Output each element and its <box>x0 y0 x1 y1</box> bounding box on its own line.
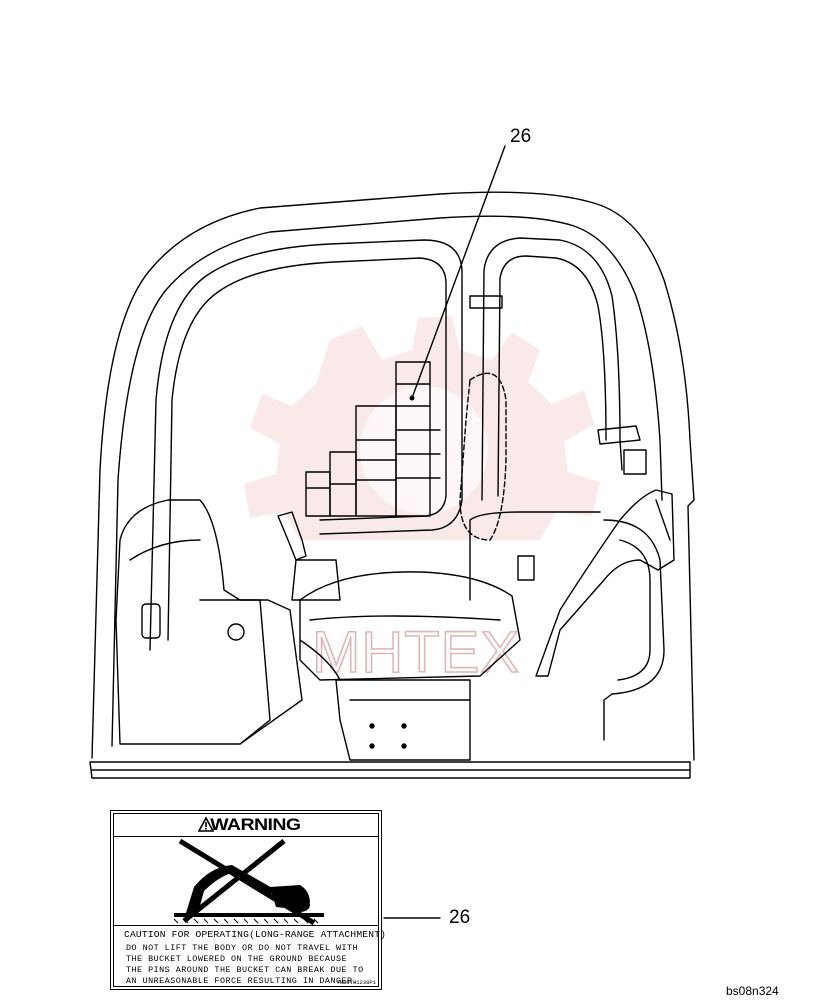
callout-number-top: 26 <box>510 126 532 147</box>
decal-header: WARNING <box>114 814 378 837</box>
decal-line: THE PINS AROUND THE BUCKET CAN BREAK DUE… <box>126 965 364 975</box>
left-console <box>115 499 303 745</box>
decal-part-code: YN20T01238P1 <box>336 979 376 986</box>
warning-decal: WARNING CAUTION FOR OPER <box>110 810 386 990</box>
cab-outer-frame <box>91 191 695 761</box>
decal-line: AN UNREASONABLE FORCE RESULTING IN DANGE… <box>126 976 359 986</box>
seat <box>299 571 521 681</box>
decal-line: DO NOT LIFT THE BODY OR DO NOT TRAVEL WI… <box>126 943 359 953</box>
figure-id: bs08n324 <box>726 984 779 998</box>
cab-floor <box>89 761 691 779</box>
callout-number-decal: 26 <box>449 907 471 928</box>
decal-line: THE BUCKET LOWERED ON THE GROUND BECAUSE <box>126 954 348 964</box>
warning-triangle-icon <box>197 817 214 832</box>
decal-caption: CAUTION FOR OPERATING(LONG-RANGE ATTACHM… <box>124 929 387 940</box>
watermark-logo <box>244 316 600 540</box>
decal-header-text: WARNING <box>209 815 301 834</box>
excavator-prohibited-icon <box>173 838 324 925</box>
door-window <box>481 237 623 501</box>
decal-text-area: CAUTION FOR OPERATING(LONG-RANGE ATTACHM… <box>114 925 386 986</box>
watermark-text: MHTEX <box>312 620 520 685</box>
callout-top-leader <box>411 145 506 399</box>
